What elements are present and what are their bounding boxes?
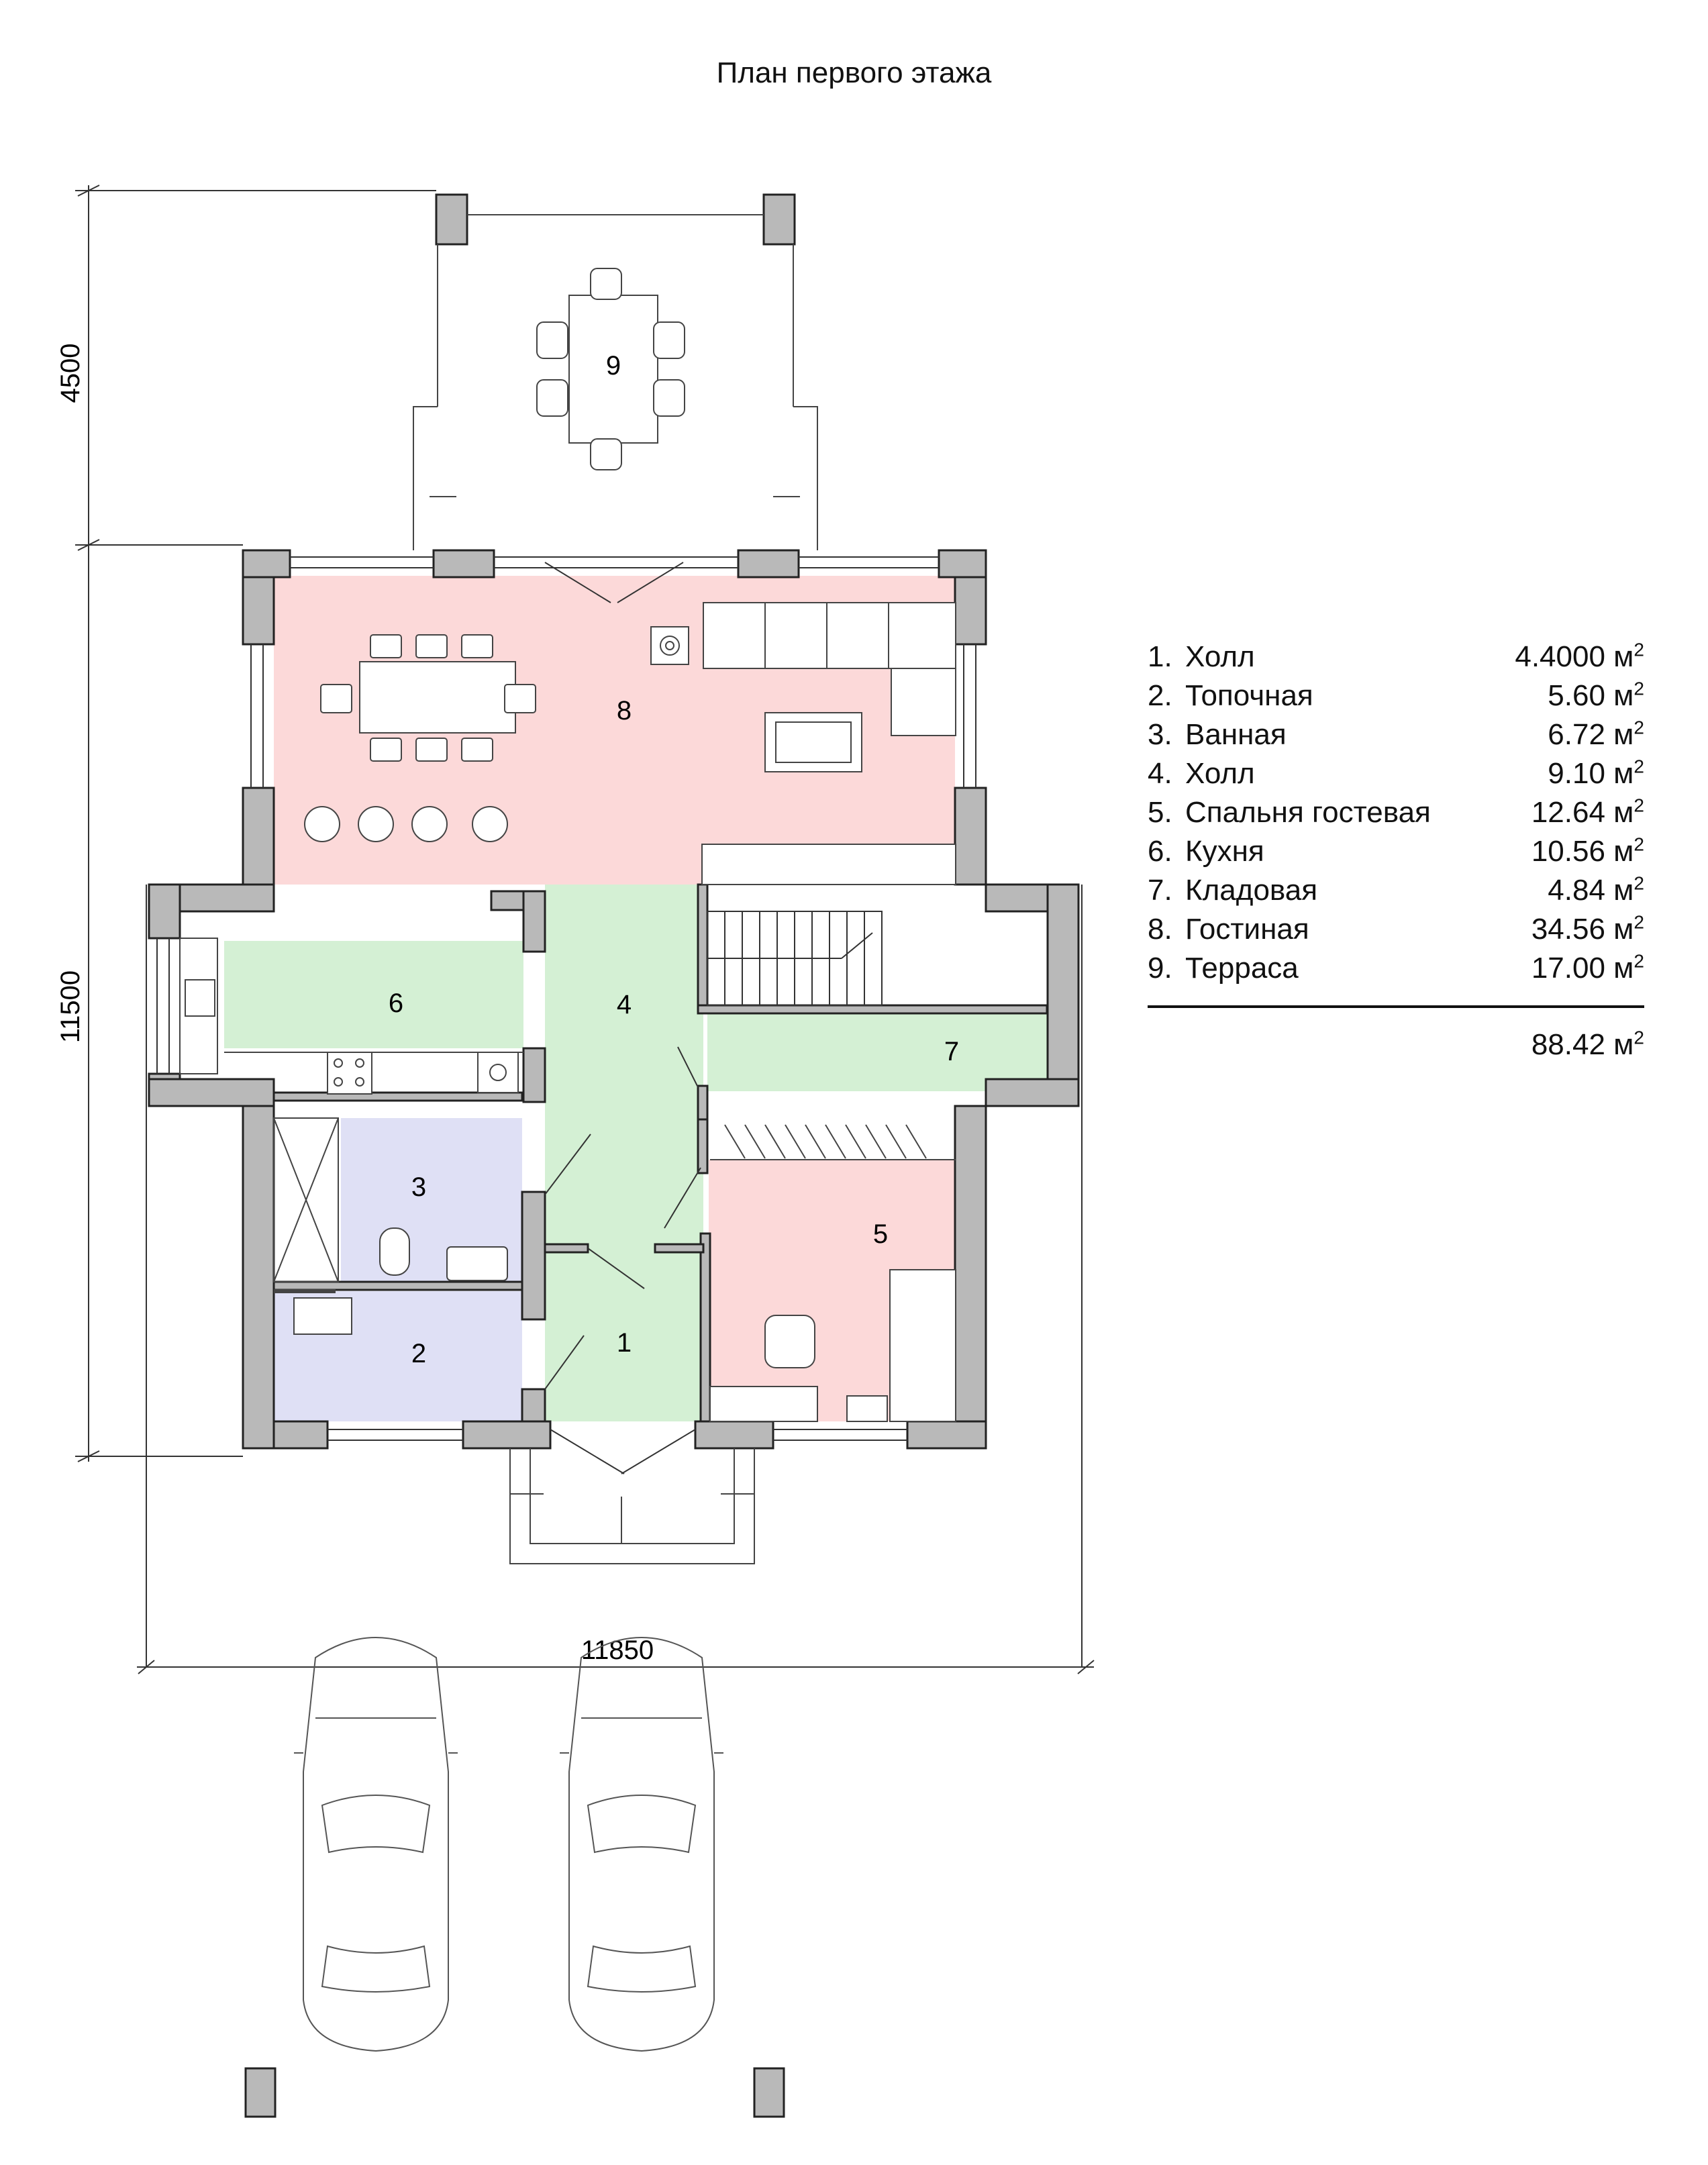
room-8-fill-ext <box>274 844 550 885</box>
bar-stool <box>472 806 508 842</box>
posts <box>244 2067 785 2118</box>
room-label-2: 2 <box>411 1339 426 1368</box>
bar-stool <box>304 806 340 842</box>
room-6-fill <box>224 941 523 1048</box>
windows <box>156 556 976 1441</box>
walls <box>148 549 1080 1450</box>
sofa-corner <box>891 668 956 736</box>
bedroom-furniture <box>709 1124 956 1422</box>
legend-row: 3. Ванная 6.72 м2 <box>1148 715 1644 754</box>
doors <box>544 562 701 1474</box>
fridge-icon <box>477 1052 519 1093</box>
bar-stool <box>358 806 394 842</box>
desk <box>709 1386 818 1422</box>
legend-row: 1. Холл 4.4000 м2 <box>1148 638 1644 676</box>
legend-row: 6. Кухня 10.56 м2 <box>1148 832 1644 871</box>
legend-row: 2. Топочная 5.60 м2 <box>1148 676 1644 715</box>
legend-name: Терраса <box>1185 952 1299 985</box>
room-label-9: 9 <box>606 351 621 381</box>
room-labels: 1 2 3 4 5 6 7 8 9 <box>389 351 959 1368</box>
shower <box>273 1117 339 1282</box>
dimension-lines <box>75 185 1095 1674</box>
legend-name: Топочная <box>1185 679 1313 712</box>
legend-name: Холл <box>1185 757 1255 790</box>
legend-index: 7. <box>1148 874 1172 907</box>
legend-area: 12.64 м2 <box>1531 795 1644 829</box>
legend-index: 3. <box>1148 718 1172 751</box>
room-label-4: 4 <box>617 990 632 1019</box>
counter <box>701 844 956 885</box>
chair <box>764 1315 815 1368</box>
legend-divider <box>1148 1005 1644 1008</box>
legend-index: 2. <box>1148 679 1172 712</box>
legend-index: 9. <box>1148 952 1172 985</box>
room-label-5: 5 <box>873 1219 888 1249</box>
room-7-fill <box>707 1012 1056 1091</box>
legend-name: Ванная <box>1185 718 1287 751</box>
living-room-furniture <box>304 602 956 885</box>
sofa <box>703 602 956 669</box>
dim-house-depth: 11500 <box>56 970 85 1043</box>
room-legend: 1. Холл 4.4000 м2 2. Топочная 5.60 м2 3.… <box>1148 638 1644 1062</box>
room-label-8: 8 <box>617 696 632 725</box>
legend-index: 8. <box>1148 913 1172 946</box>
nightstand <box>846 1395 888 1422</box>
dim-house-width: 11850 <box>581 1635 654 1665</box>
legend-area: 4.4000 м2 <box>1515 639 1644 673</box>
dining-table <box>359 661 516 734</box>
stove-icon <box>327 1052 372 1095</box>
bath-furniture <box>273 1117 508 1335</box>
room-1-fill <box>545 1247 703 1421</box>
room-label-6: 6 <box>389 989 403 1018</box>
dim-terrace-depth: 4500 <box>56 344 85 403</box>
page-title: План первого этажа <box>716 56 992 89</box>
legend-name: Спальня гостевая <box>1185 796 1431 829</box>
terrace <box>413 193 818 550</box>
legend-row: 9. Терраса 17.00 м2 <box>1148 949 1644 988</box>
legend-area: 9.10 м2 <box>1548 756 1644 790</box>
legend-name: Кухня <box>1185 835 1264 868</box>
legend-row: 7. Кладовая 4.84 м2 <box>1148 871 1644 910</box>
legend-area: 5.60 м2 <box>1548 678 1644 712</box>
legend-index: 6. <box>1148 835 1172 868</box>
legend-area: 17.00 м2 <box>1531 950 1644 985</box>
toilet-icon <box>379 1227 410 1276</box>
legend-index: 5. <box>1148 796 1172 829</box>
stairs <box>707 911 883 1006</box>
porch <box>509 1448 755 1564</box>
room-label-3: 3 <box>411 1172 426 1202</box>
legend-area: 10.56 м2 <box>1531 834 1644 868</box>
car-outline <box>560 1637 723 2052</box>
terrace-table <box>568 295 658 444</box>
legend-area: 6.72 м2 <box>1548 717 1644 751</box>
boiler <box>293 1297 352 1335</box>
legend-row: 5. Спальня гостевая 12.64 м2 <box>1148 793 1644 832</box>
sink-icon <box>185 979 215 1017</box>
legend-row: 8. Гостиная 34.56 м2 <box>1148 910 1644 949</box>
kitchen-furniture <box>179 938 523 1095</box>
legend-row: 4. Холл 9.10 м2 <box>1148 754 1644 793</box>
room-4-fill <box>545 885 703 1247</box>
car-outline <box>294 1637 458 2052</box>
bed <box>889 1269 956 1422</box>
legend-name: Гостиная <box>1185 913 1309 946</box>
legend-area: 34.56 м2 <box>1531 911 1644 946</box>
legend-index: 1. <box>1148 640 1172 673</box>
legend-name: Холл <box>1185 640 1255 673</box>
room-label-7: 7 <box>944 1037 959 1066</box>
legend-index: 4. <box>1148 757 1172 790</box>
legend-area: 4.84 м2 <box>1548 872 1644 907</box>
legend-name: Кладовая <box>1185 874 1318 907</box>
washbasin <box>446 1246 508 1281</box>
bar-stool <box>411 806 448 842</box>
legend-total: 88.42 м2 <box>1531 1027 1644 1061</box>
room-label-1: 1 <box>617 1328 632 1358</box>
